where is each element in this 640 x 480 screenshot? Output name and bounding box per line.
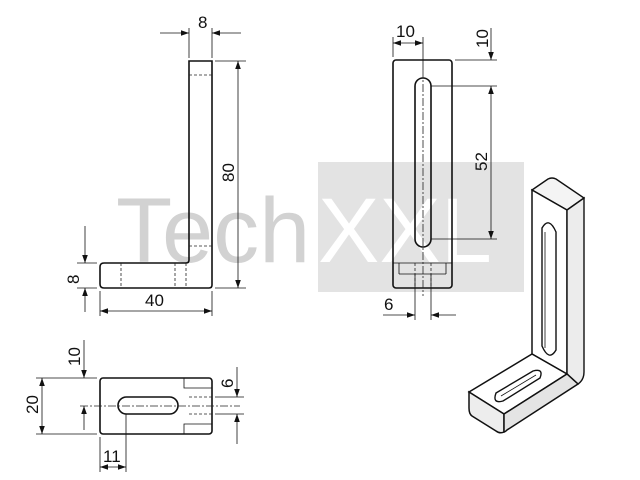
iso-base-front	[468, 390, 505, 434]
dim-top-depth: 20	[23, 395, 42, 414]
side-view-outline	[99, 60, 213, 289]
iso-top-face	[530, 177, 586, 211]
isometric-view	[467, 177, 586, 434]
dim-front-width: 10	[396, 22, 415, 41]
side-view: 8 80 8 40	[64, 13, 246, 316]
iso-base-side	[503, 373, 580, 433]
top-view: 10 20 6 11	[23, 340, 244, 472]
front-view-outline	[392, 59, 453, 289]
iso-vertical-slot	[541, 222, 557, 356]
dim-side-width: 40	[145, 291, 164, 310]
dim-top-slot-width: 6	[218, 379, 237, 388]
top-view-slot	[117, 396, 179, 415]
front-view: 10 10 52 6	[383, 22, 497, 320]
watermark-tech: Tech	[116, 180, 310, 282]
front-view-base-edge	[393, 262, 452, 275]
dim-top-slot-offset: 11	[103, 447, 121, 466]
top-view-notch	[183, 378, 212, 434]
iso-base-slot-inner	[500, 374, 537, 397]
top-view-hidden-line	[189, 396, 212, 415]
dim-top-offset: 10	[65, 347, 84, 366]
side-view-hidden-line	[120, 263, 187, 288]
dim-side-height: 80	[219, 163, 238, 182]
watermark-xxl: XXL	[318, 180, 492, 282]
dim-front-slot-length: 52	[472, 152, 491, 171]
watermark: Tech XXL	[116, 162, 524, 292]
dim-side-base-thickness: 8	[64, 275, 83, 284]
iso-vertical-side	[566, 196, 585, 385]
dim-front-slot-width: 6	[384, 295, 393, 314]
dim-side-thickness: 8	[198, 13, 207, 32]
dim-front-top-offset: 10	[473, 29, 492, 48]
